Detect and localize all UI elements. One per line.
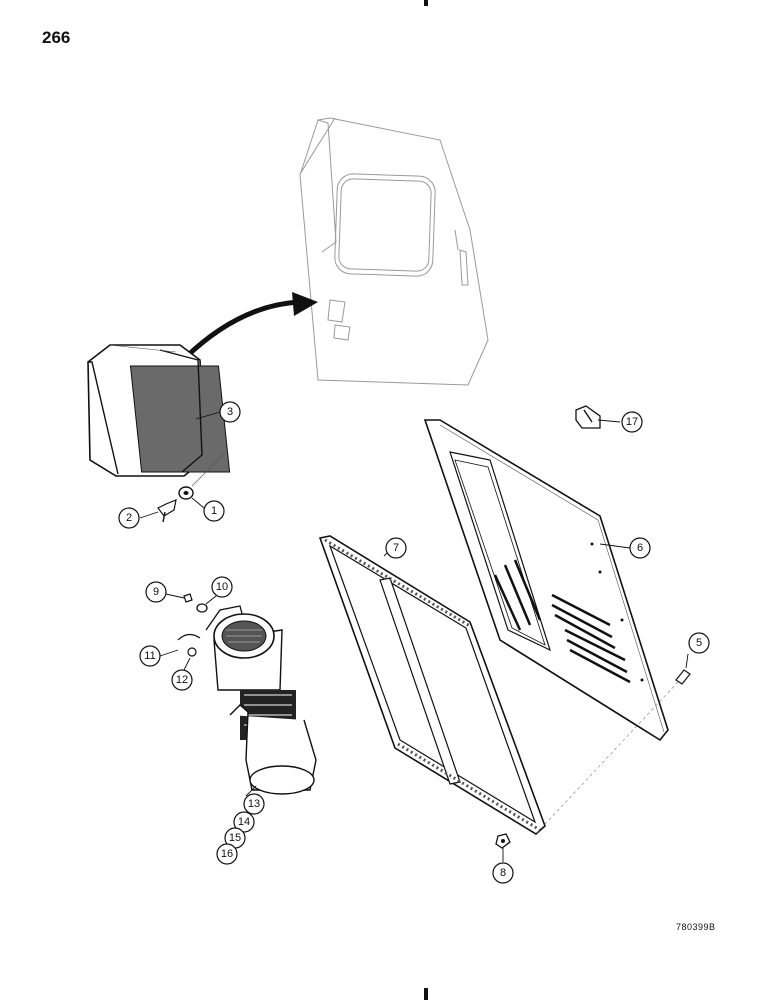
callout-15-label: 15 [229, 832, 241, 844]
callout-9: 9 [145, 581, 167, 603]
callout-3-label: 3 [227, 406, 233, 418]
callout-14: 14 [233, 811, 255, 833]
callout-7-label: 7 [393, 542, 399, 554]
filter-housing [87, 344, 231, 477]
callout-8-label: 8 [500, 867, 506, 879]
top-mark [424, 0, 428, 6]
callout-12: 12 [171, 669, 193, 691]
callout-2-label: 2 [126, 512, 132, 524]
clip [575, 405, 601, 429]
nut [495, 833, 511, 849]
callout-11-label: 11 [144, 650, 155, 662]
callout-10-label: 10 [216, 581, 228, 593]
access-panel [423, 419, 669, 742]
leader-lines [139, 411, 689, 862]
callout-6-label: 6 [637, 542, 643, 554]
washer [178, 452, 226, 500]
callout-17: 17 [621, 411, 643, 433]
callout-16: 16 [216, 843, 238, 865]
callout-5-label: 5 [696, 637, 702, 649]
callout-1: 1 [203, 500, 225, 522]
callout-3: 3 [219, 401, 241, 423]
bottom-mark [424, 988, 428, 1000]
callout-15: 15 [224, 827, 246, 849]
callout-7: 7 [385, 537, 407, 559]
bolt [533, 669, 691, 837]
callout-17-label: 17 [626, 416, 638, 428]
wing-screw [157, 499, 177, 523]
callout-12-label: 12 [176, 674, 188, 686]
figure-code: 780399B [676, 922, 716, 932]
blower-assembly [205, 605, 317, 795]
blower-washer [196, 603, 208, 613]
cab-outline [299, 117, 489, 386]
callout-9-label: 9 [153, 586, 159, 598]
callout-13-label: 13 [248, 798, 260, 810]
panel-louvers [493, 559, 631, 684]
callout-13: 13 [243, 793, 265, 815]
page-number: 266 [42, 28, 71, 47]
callout-10: 10 [211, 576, 233, 598]
callout-14-label: 14 [238, 816, 250, 828]
callout-2: 2 [118, 507, 140, 529]
callout-11: 11 [139, 645, 161, 667]
callout-5: 5 [688, 632, 710, 654]
install-arrow [183, 292, 318, 360]
callout-8: 8 [492, 862, 514, 884]
gasket-frame [318, 535, 546, 835]
blower-clamp [177, 633, 201, 657]
callout-16-label: 16 [221, 848, 233, 860]
blower-screw [183, 593, 193, 603]
callout-1-label: 1 [211, 505, 217, 517]
callout-6: 6 [629, 537, 651, 559]
